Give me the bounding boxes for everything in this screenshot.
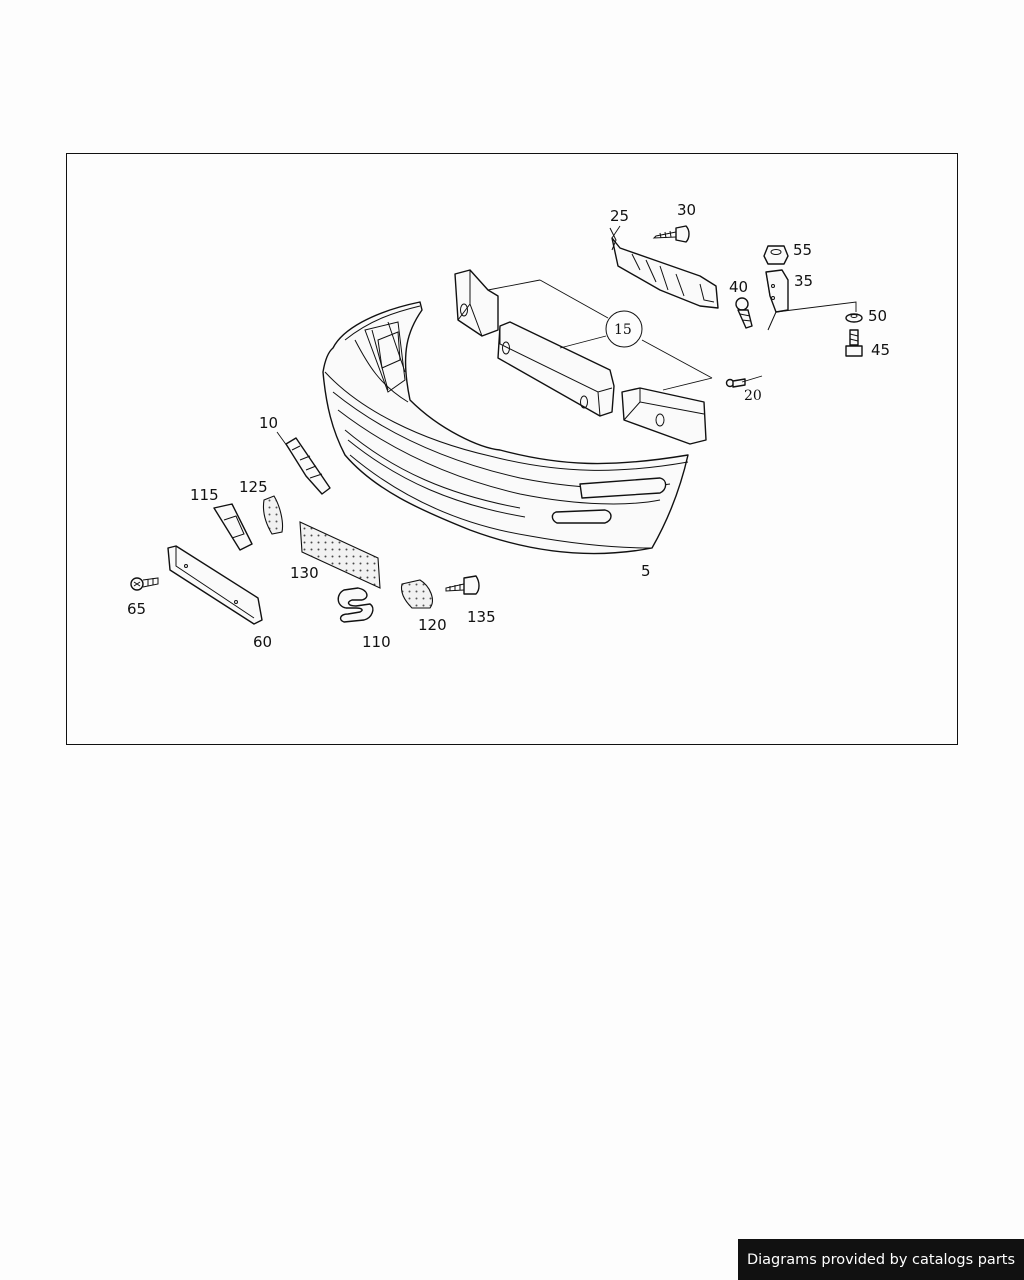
callout-5: 5: [641, 562, 651, 580]
callout-25: 25: [610, 207, 629, 225]
screw-135: [445, 575, 480, 595]
grille-panel-130: [299, 521, 381, 589]
emblem-110: [337, 587, 374, 623]
callout-135: 135: [467, 608, 496, 626]
callout-40: 40: [729, 278, 748, 296]
bolt-20: [725, 375, 763, 388]
screw-65: [130, 577, 159, 591]
callout-30: 30: [677, 201, 696, 219]
pad-115: [213, 503, 253, 551]
bracket-35: [765, 269, 857, 331]
callout-55: 55: [793, 241, 812, 259]
callout-labels: 5 10 15 20 25 30 35 40 45 50 55 60 65 11…: [127, 201, 890, 651]
callout-45: 45: [871, 341, 890, 359]
callout-110: 110: [362, 633, 391, 651]
callout-35: 35: [794, 272, 813, 290]
callout-15: 15: [614, 322, 632, 338]
license-plate-holder-60: [167, 545, 263, 625]
energy-absorbers: [454, 269, 707, 445]
screw-40: [735, 297, 753, 329]
callout-120: 120: [418, 616, 447, 634]
bracket-rail-25: [609, 225, 719, 309]
callout-125: 125: [239, 478, 268, 496]
credit-badge: Diagrams provided by catalogs parts: [738, 1239, 1024, 1280]
insert-120: [400, 579, 433, 609]
callout-20: 20: [744, 388, 762, 404]
callout-60: 60: [253, 633, 272, 651]
insert-125: [262, 495, 284, 535]
nut-55: [763, 245, 789, 265]
bumper-cover: [322, 301, 689, 555]
callout-65: 65: [127, 600, 146, 618]
screw-30: [652, 225, 690, 243]
callout-130: 130: [290, 564, 319, 582]
absorber-leader-lines: [487, 279, 713, 391]
bolt-45: [845, 329, 863, 357]
callout-circle-15: [605, 310, 643, 348]
callout-50: 50: [868, 307, 887, 325]
credit-text: Diagrams provided by catalogs parts: [746, 1251, 1016, 1268]
bracket-10: [276, 431, 331, 495]
washer-50: [845, 313, 863, 323]
diagram-frame: [66, 153, 958, 745]
callout-10: 10: [259, 414, 278, 432]
callout-115: 115: [190, 486, 219, 504]
